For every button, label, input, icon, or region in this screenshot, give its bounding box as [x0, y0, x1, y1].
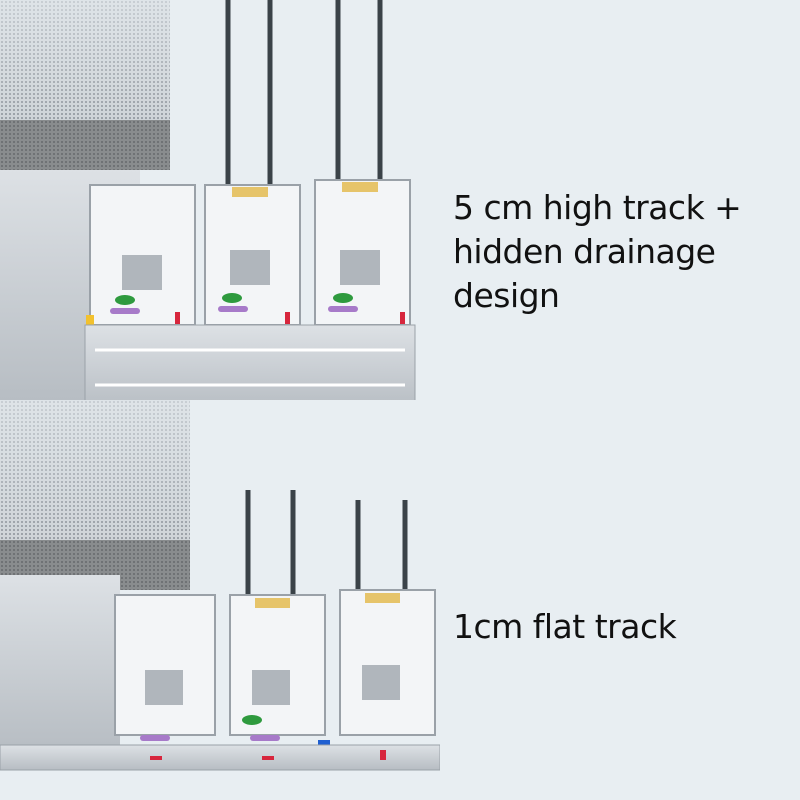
flat-track-profile-illustration	[0, 400, 440, 771]
insect-screen-mesh	[0, 0, 170, 170]
high-track-base	[84, 324, 416, 400]
high-track-caption: 5 cm high track + hidden drainage design	[453, 186, 742, 318]
outer-frame	[0, 575, 120, 750]
caption-line: 1cm flat track	[453, 607, 677, 646]
caption-line: hidden drainage	[453, 232, 716, 271]
caption-line: 5 cm high track +	[453, 188, 742, 227]
glass-panes	[245, 490, 408, 600]
flat-track-base	[0, 744, 440, 771]
insect-screen-mesh	[0, 400, 190, 590]
flat-track-caption: 1cm flat track	[453, 605, 677, 649]
glass-panes	[225, 0, 383, 185]
caption-line: design	[453, 276, 560, 315]
high-track-profile-illustration	[0, 0, 416, 400]
